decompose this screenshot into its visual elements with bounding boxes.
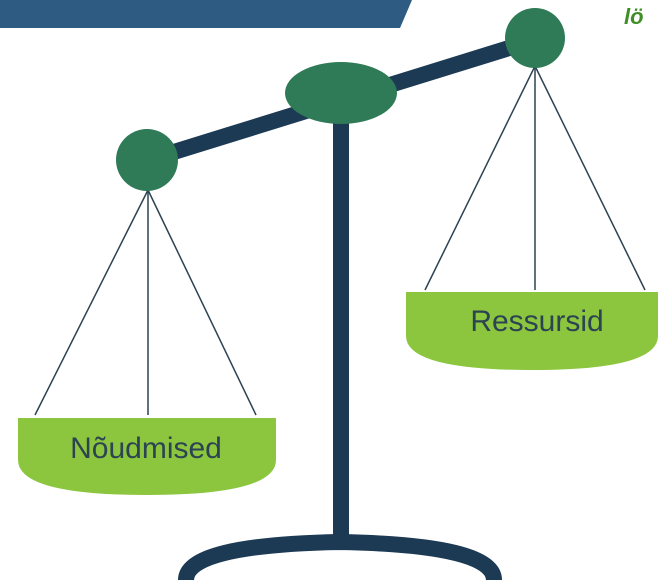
right-pan [406, 292, 658, 370]
center-pivot [285, 62, 397, 124]
scale-pole [333, 100, 349, 550]
left-pan-label: Nõudmised [70, 432, 222, 465]
header-banner [0, 0, 412, 28]
right-pan-strings [424, 65, 646, 291]
right-pan-label: Ressursid [470, 305, 603, 338]
header-cutoff-text: lö [624, 4, 644, 29]
left-pan-strings [34, 189, 257, 416]
scale-base [178, 533, 502, 580]
left-pan [18, 418, 276, 495]
left-pivot [116, 129, 178, 191]
right-pivot [505, 8, 565, 68]
